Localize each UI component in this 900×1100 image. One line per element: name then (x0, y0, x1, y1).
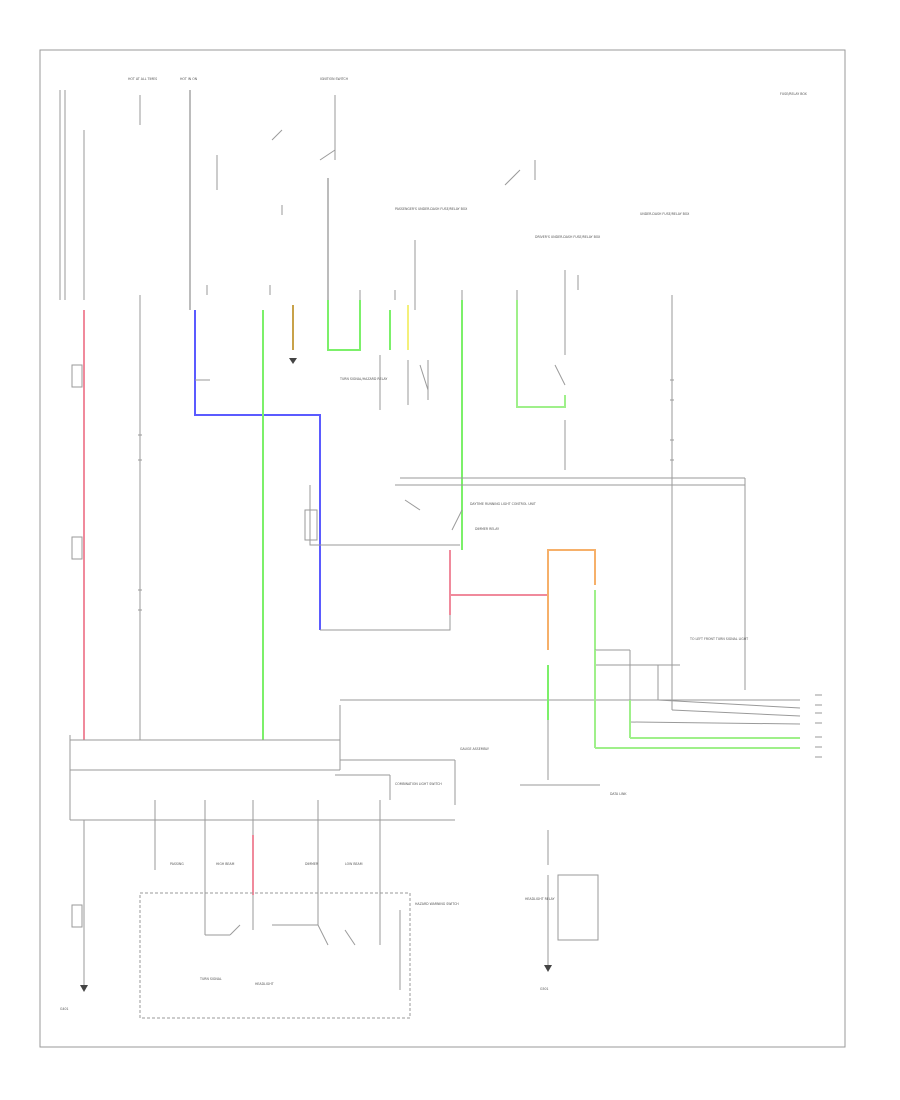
label-passenger-box: PASSENGER'S UNDER-DASH FUSE/RELAY BOX (395, 207, 468, 211)
label-low-beam: LOW BEAM (345, 862, 363, 866)
label-high-beam: HIGH BEAM (216, 862, 235, 866)
left-feed-lines (59, 90, 85, 300)
label-g501: G501 (540, 987, 549, 991)
green-wire-right (516, 300, 566, 470)
relay-switch-1 (379, 355, 429, 410)
blue-wire (194, 310, 321, 630)
label-hazard-switch: HAZARD WARNING SWITCH (415, 902, 459, 906)
combination-switch (71, 800, 411, 1019)
brown-wire (289, 305, 297, 364)
label-comb-light-switch: COMBINATION LIGHT SWITCH (395, 782, 442, 786)
label-driver-box: DRIVER'S UNDER-DASH FUSE/RELAY BOX (535, 235, 601, 239)
gray-wire-col2 (138, 310, 142, 740)
label-hot-in-on: HOT IN ON (180, 77, 198, 81)
label-under-dash-box: UNDER-DASH FUSE/RELAY BOX (640, 212, 690, 216)
diagram-frame (39, 49, 846, 1048)
label-data-link: DATA LINK (610, 792, 627, 796)
tiny-labels: HOT AT ALL TIMES HOT IN ON IGNITION SWIT… (60, 77, 808, 1011)
right-bus (340, 645, 801, 749)
label-headlight: HEADLIGHT (255, 982, 274, 986)
label-hot-all-times: HOT AT ALL TIMES (128, 77, 157, 81)
label-turn-relay: TURN SIGNAL/HAZARD RELAY (339, 377, 387, 381)
label-fuse-relay-box: FUSE/RELAY BOX (780, 92, 808, 96)
headlight-relay (520, 720, 600, 972)
connector-row-top (139, 285, 673, 310)
label-dimmer-relay: DIMMER RELAY (475, 527, 499, 531)
green-wire-top (327, 300, 463, 550)
top-fuse-area (139, 90, 579, 310)
label-headlight-relay: HEADLIGHT RELAY (525, 897, 555, 901)
label-dimmer: DIMMER (305, 862, 319, 866)
label-drl-unit: DAYTIME RUNNING LIGHT CONTROL UNIT (470, 502, 536, 506)
red-wire (71, 310, 85, 740)
right-terminals (815, 694, 822, 758)
label-ignition-switch: IGNITION SWITCH (320, 77, 349, 81)
label-g401: G401 (60, 1007, 69, 1011)
middle-relay-block (304, 477, 746, 690)
label-left-front: TO LEFT FRONT TURN SIGNAL LIGHT (689, 637, 748, 641)
label-passing: PASSING (170, 862, 184, 866)
control-unit-box (69, 705, 456, 821)
label-turn-signal: TURN SIGNAL (199, 977, 222, 981)
label-gauge: GAUGE ASSEMBLY (460, 747, 489, 751)
red-orange-middle (449, 549, 596, 650)
